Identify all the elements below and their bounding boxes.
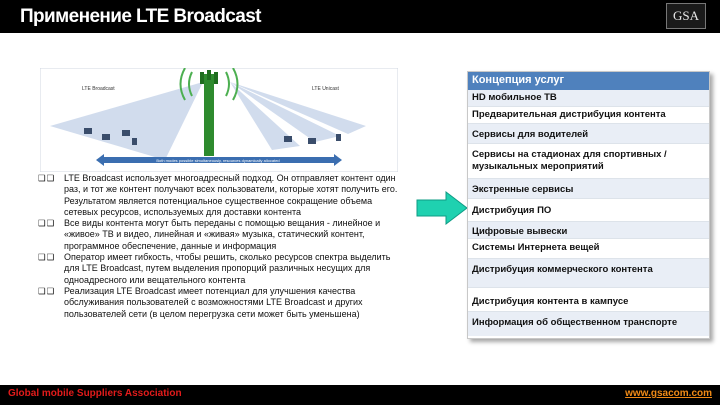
bullet-list: ❑❑ LTE Broadcast использует многоадресны…	[38, 173, 398, 320]
table-row: Предварительная дистрибуция контента	[468, 107, 709, 124]
checkbox-bullet-icon: ❑❑	[38, 285, 56, 296]
services-table: Концепция услуг HD мобильное ТВ Предвари…	[467, 71, 710, 339]
arrow-right-icon	[416, 191, 468, 225]
device-icons-right	[284, 134, 341, 144]
table-row: Дистрибуция ПО	[468, 199, 709, 222]
cell-tower-icon	[200, 70, 218, 156]
footer-bar: Global mobile Suppliers Association www.…	[0, 385, 720, 405]
footer-organization: Global mobile Suppliers Association	[8, 388, 182, 399]
footer-website-link[interactable]: www.gsacom.com	[625, 388, 712, 399]
diagram-label-left: LTE Broadcast	[82, 86, 115, 92]
bullet-text: LTE Broadcast использует многоадресный п…	[64, 173, 398, 217]
bullet-item: ❑❑ Все виды контента могут быть переданы…	[38, 218, 398, 252]
table-row: Информация об общественном транспорте	[468, 312, 709, 336]
bullet-text: Реализация LTE Broadcast имеет потенциал…	[64, 285, 363, 319]
broadcast-beam	[50, 82, 203, 160]
checkbox-bullet-icon: ❑❑	[38, 218, 56, 229]
title-bar: Применение LTE Broadcast GSA	[0, 0, 720, 33]
table-row: Экстренные сервисы	[468, 179, 709, 199]
broadcast-diagram: LTE Broadcast LTE Unicast Both modes pos…	[40, 68, 398, 172]
table-row: Цифровые вывески	[468, 222, 709, 239]
gsa-logo: GSA	[666, 3, 706, 29]
device-icons-left	[84, 128, 137, 145]
table-row: Дистрибуция коммерческого контента	[468, 259, 709, 288]
checkbox-bullet-icon: ❑❑	[38, 252, 56, 263]
unicast-beam-1	[230, 82, 300, 150]
bullet-item: ❑❑ Оператор имеет гибкость, чтобы решить…	[38, 252, 398, 286]
bullet-item: ❑❑ Реализация LTE Broadcast имеет потенц…	[38, 286, 398, 320]
unicast-beam-3	[230, 82, 366, 134]
checkbox-bullet-icon: ❑❑	[38, 173, 56, 183]
diagram-label-right: LTE Unicast	[312, 86, 339, 92]
slide-title: Применение LTE Broadcast	[20, 6, 261, 27]
table-row: Дистрибуция контента в кампусе	[468, 288, 709, 312]
table-row: Системы Интернета вещей	[468, 239, 709, 259]
unicast-beam-2	[230, 82, 340, 142]
table-row: Сервисы на стадионах для спортивных / му…	[468, 144, 709, 179]
bullet-text: Оператор имеет гибкость, чтобы решить, с…	[64, 252, 391, 285]
services-table-title: Концепция услуг	[468, 72, 709, 90]
bullet-text: Все виды контента могут быть переданы с …	[64, 218, 381, 251]
bullet-item: ❑❑ LTE Broadcast использует многоадресны…	[38, 173, 398, 218]
diagram-caption: Both modes possible simultaneously, reso…	[156, 158, 279, 163]
signal-waves-icon	[179, 68, 239, 101]
caption-arrow	[96, 154, 342, 166]
table-row: HD мобильное ТВ	[468, 90, 709, 107]
table-row: Сервисы для водителей	[468, 124, 709, 144]
